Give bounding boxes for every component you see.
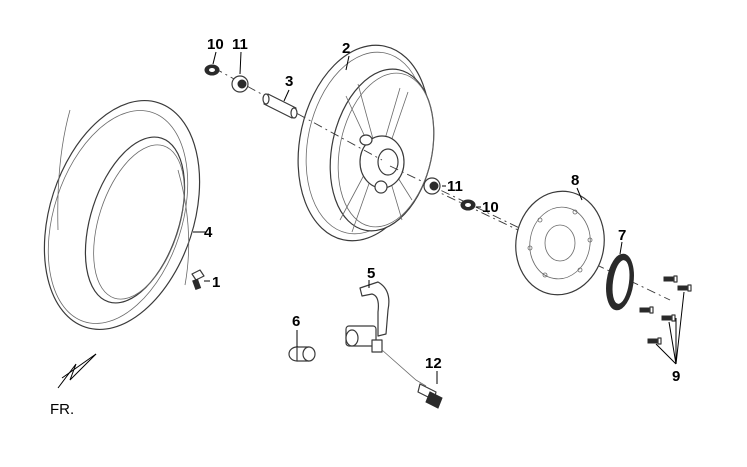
bearing-top <box>231 75 249 93</box>
leader-lines <box>193 51 685 384</box>
callout-10-top: 10 <box>207 36 224 53</box>
oil-seal-top <box>204 64 220 76</box>
bearing-right <box>423 177 441 195</box>
wheel-rim <box>297 44 435 242</box>
callout-11-right: 11 <box>447 178 463 195</box>
front-direction-marker: FR. <box>50 353 97 418</box>
oil-seal-right <box>460 199 476 211</box>
brake-disc <box>515 190 605 296</box>
callout-7: 7 <box>618 227 626 244</box>
callout-1: 1 <box>212 274 220 291</box>
callout-3: 3 <box>285 73 293 90</box>
tire <box>43 99 201 331</box>
callout-8: 8 <box>571 172 579 189</box>
callout-6: 6 <box>292 313 300 330</box>
callout-9: 9 <box>672 368 680 385</box>
callout-5: 5 <box>367 265 375 282</box>
collar <box>288 346 316 362</box>
disc-bolts <box>639 275 692 345</box>
front-label: FR. <box>50 401 74 418</box>
sensor-bolt <box>417 383 443 409</box>
callout-4: 4 <box>204 224 213 241</box>
callout-2: 2 <box>342 40 350 57</box>
callout-12: 12 <box>425 355 442 372</box>
callout-11-top: 11 <box>232 36 248 53</box>
axle-spacer <box>262 93 298 119</box>
tire-valve <box>191 269 205 291</box>
callout-labels: 10 11 3 2 4 1 5 6 12 11 10 8 7 9 <box>204 36 680 385</box>
callout-10-right: 10 <box>482 199 499 216</box>
abs-tone-ring <box>606 253 634 311</box>
abs-sensor <box>345 281 427 387</box>
